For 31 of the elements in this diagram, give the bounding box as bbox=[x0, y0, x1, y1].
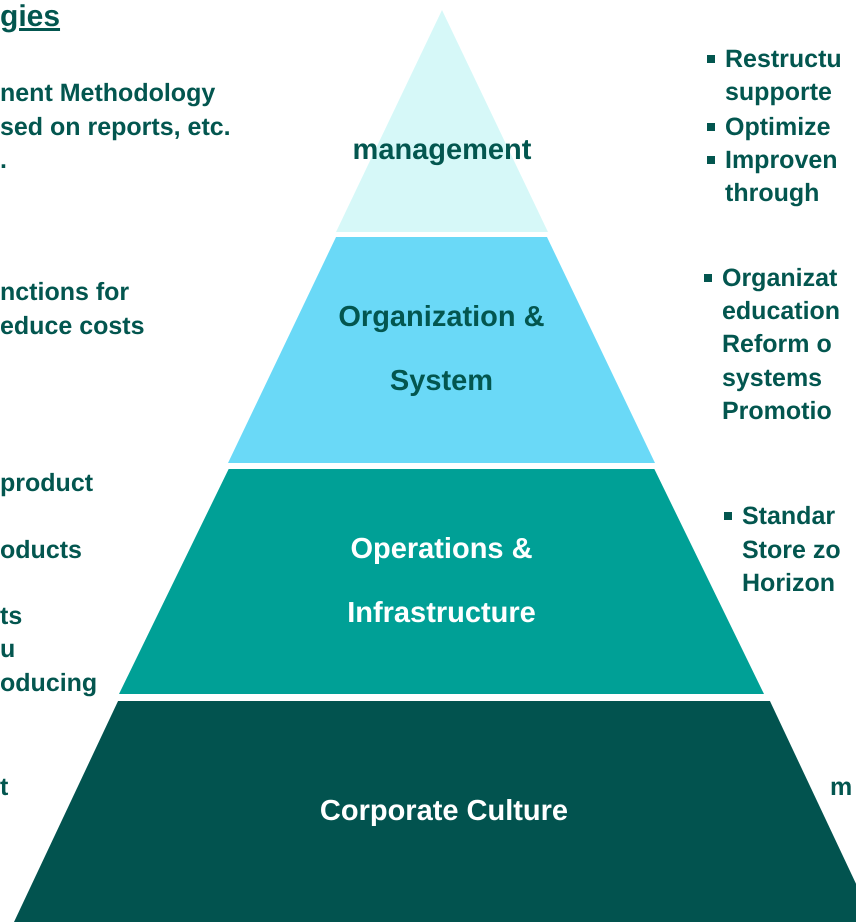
side-note: supporte bbox=[725, 77, 832, 107]
side-note: systems bbox=[722, 363, 822, 393]
side-note: t bbox=[0, 772, 8, 802]
side-note: oducts bbox=[0, 535, 82, 565]
side-note: Store zo bbox=[742, 535, 841, 565]
tier-label: Organization & System bbox=[337, 300, 546, 399]
side-note: nctions for bbox=[0, 277, 130, 307]
side-note: m bbox=[830, 772, 852, 802]
side-note: Promotio bbox=[722, 396, 832, 426]
pyramid-tier bbox=[14, 701, 856, 922]
side-note: Reform o bbox=[722, 329, 832, 359]
side-note: sed on reports, etc. bbox=[0, 112, 231, 142]
side-note: ts bbox=[0, 601, 22, 631]
side-note: . bbox=[0, 145, 7, 175]
side-note: nent Methodology bbox=[0, 78, 216, 108]
tier-label: Operations & Infrastructure bbox=[346, 532, 537, 630]
side-note: education bbox=[722, 296, 840, 326]
side-note: product bbox=[0, 468, 94, 498]
side-note: Restructu bbox=[725, 44, 842, 74]
side-note: oducing bbox=[0, 668, 98, 698]
side-note: Standar bbox=[742, 501, 836, 531]
side-note: through bbox=[725, 178, 820, 208]
side-note: educe costs bbox=[0, 311, 145, 341]
tier-label: management bbox=[352, 133, 532, 168]
side-note: Optimize bbox=[725, 112, 831, 142]
heading: gies bbox=[0, 0, 60, 34]
side-note: u bbox=[0, 634, 16, 664]
side-note: Improven bbox=[725, 145, 838, 175]
side-note: Horizon bbox=[742, 568, 836, 598]
tier-label: Corporate Culture bbox=[320, 794, 568, 829]
side-note: Organizat bbox=[722, 263, 838, 293]
